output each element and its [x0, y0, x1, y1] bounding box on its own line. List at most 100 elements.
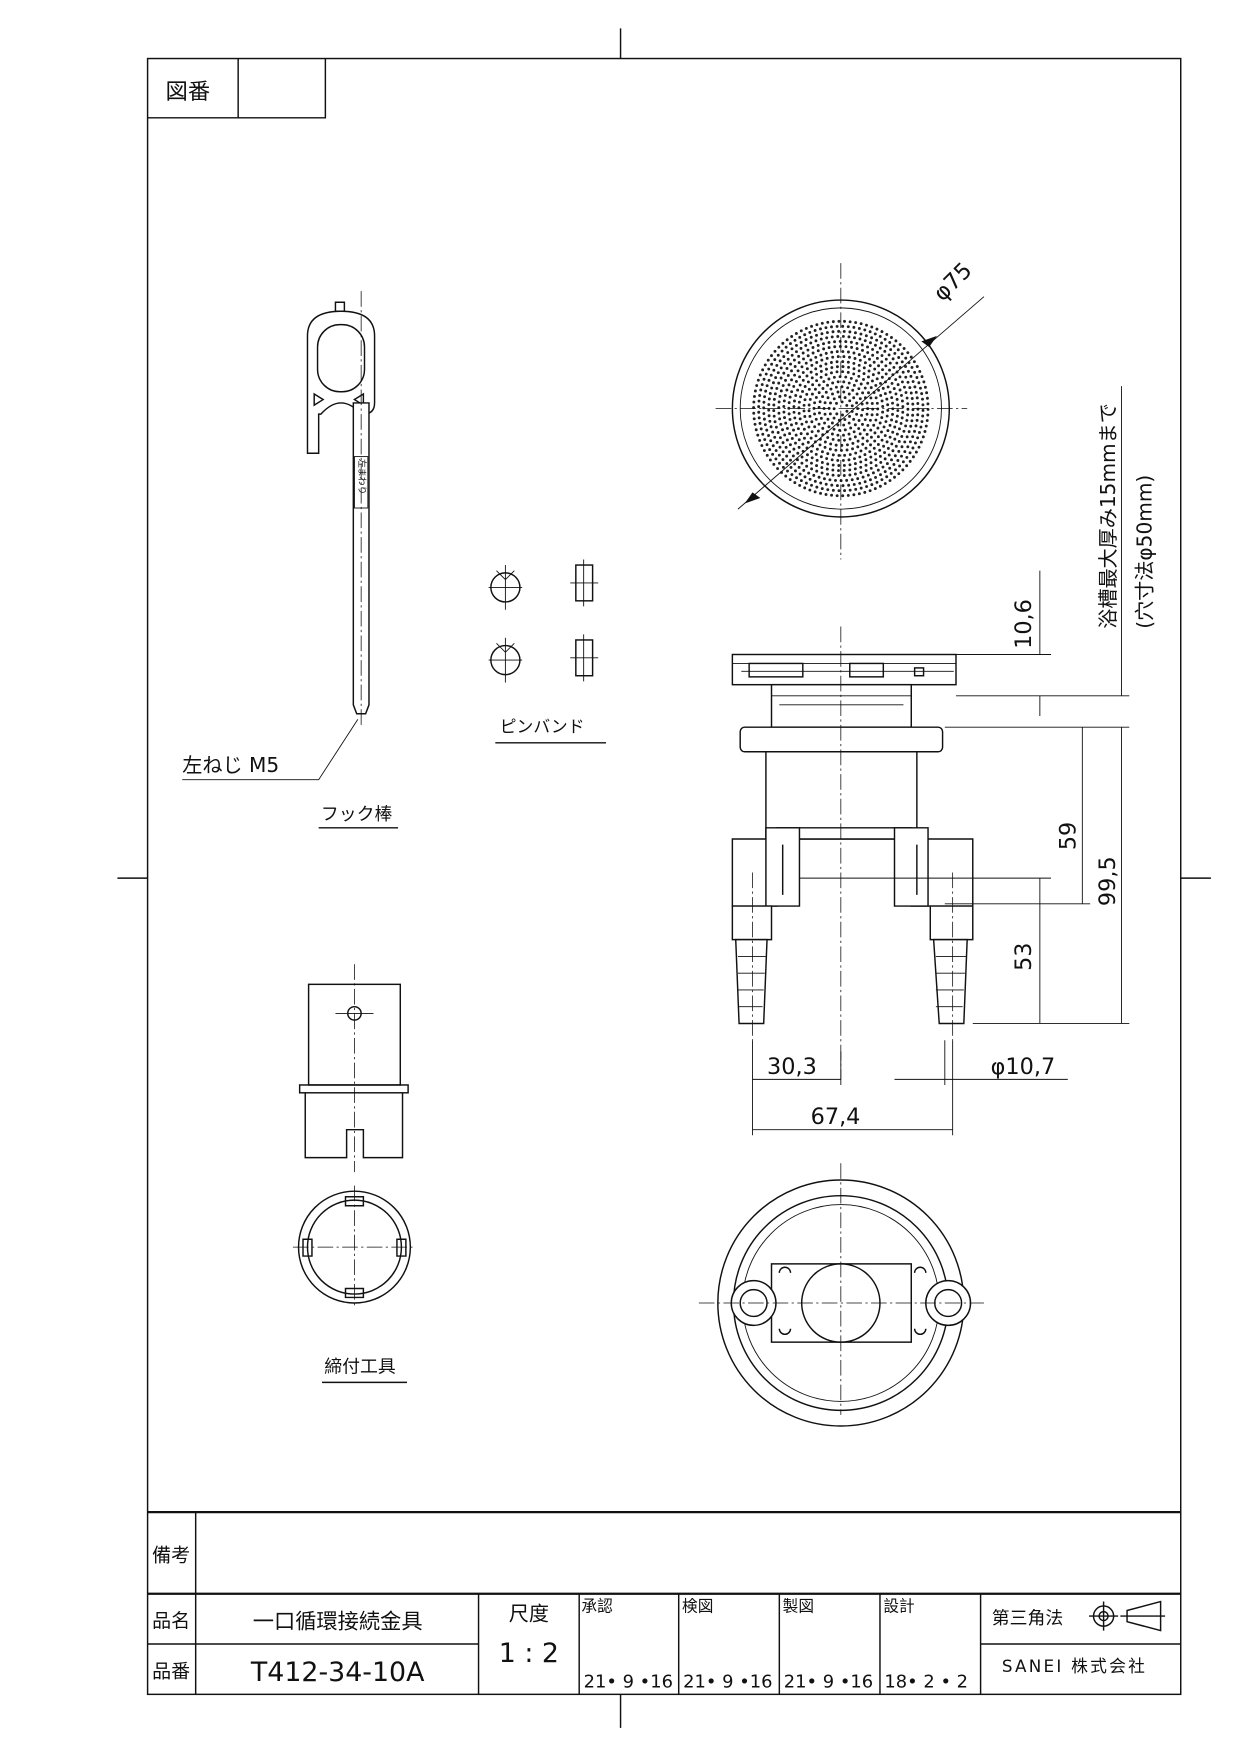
- strainer-hole: [904, 365, 907, 368]
- strainer-hole: [808, 414, 812, 418]
- strainer-hole: [834, 478, 837, 482]
- strainer-hole: [896, 403, 900, 407]
- strainer-hole: [811, 383, 815, 387]
- strainer-hole: [920, 375, 924, 379]
- strainer-hole: [916, 402, 920, 405]
- strainer-hole: [858, 337, 862, 341]
- strainer-hole: [884, 344, 888, 348]
- strainer-hole: [917, 431, 921, 434]
- strainer-hole: [811, 351, 815, 355]
- strainer-hole: [881, 368, 885, 372]
- strainer-hole: [835, 324, 839, 328]
- strainer-hole: [807, 471, 811, 475]
- strainer-hole: [921, 408, 925, 412]
- strainer-hole: [870, 413, 874, 417]
- strainer-hole: [783, 361, 786, 365]
- strainer-hole: [847, 392, 851, 396]
- strainer-hole: [842, 380, 846, 384]
- strainer-hole: [787, 406, 791, 410]
- strainer-hole: [888, 423, 892, 427]
- check-date: 21• 9 •16: [683, 1672, 772, 1693]
- strainer-hole: [883, 434, 887, 437]
- strainer-hole: [866, 473, 870, 477]
- strainer-hole: [913, 385, 917, 389]
- strainer-hole: [884, 372, 888, 376]
- strainer-hole: [884, 364, 888, 368]
- strainer-hole: [893, 437, 897, 441]
- strainer-hole: [815, 323, 819, 327]
- strainer-hole: [790, 369, 793, 373]
- strainer-hole: [769, 439, 773, 443]
- strainer-hole: [807, 387, 811, 391]
- strainer-hole: [848, 414, 851, 418]
- strainer-hole: [897, 472, 901, 476]
- strainer-hole: [904, 375, 908, 379]
- strainer-hole: [794, 433, 798, 437]
- strainer-hole: [888, 479, 892, 482]
- strainer-hole: [894, 420, 898, 424]
- strainer-hole: [885, 332, 889, 336]
- strainer-hole: [771, 444, 775, 448]
- strainer-hole: [786, 351, 790, 354]
- strainer-hole: [837, 329, 841, 333]
- strainer-hole: [841, 494, 845, 498]
- strainer-hole: [836, 423, 840, 427]
- strainer-hole: [895, 414, 899, 418]
- strainer-hole: [857, 363, 861, 367]
- strainer-hole: [816, 429, 820, 433]
- strainer-hole: [859, 382, 863, 386]
- strainer-hole: [845, 403, 849, 407]
- hook-rod-label: フック棒: [321, 804, 393, 825]
- strainer-hole: [773, 349, 777, 353]
- strainer-hole: [820, 321, 824, 325]
- strainer-hole: [895, 397, 899, 401]
- strainer-hole: [859, 332, 863, 336]
- strainer-hole: [803, 385, 807, 388]
- strainer-hole: [880, 330, 884, 334]
- strainer-hole: [845, 443, 849, 447]
- drawing-number-label: 図番: [165, 79, 210, 105]
- strainer-hole: [814, 434, 818, 438]
- strainer-hole: [820, 358, 824, 362]
- strainer-hole: [901, 370, 905, 374]
- strainer-hole: [842, 329, 846, 333]
- strainer-hole: [774, 449, 778, 453]
- strainer-hole: [879, 460, 883, 464]
- strainer-hole: [757, 416, 761, 420]
- strainer-hole: [752, 417, 756, 421]
- strainer-hole: [820, 332, 824, 336]
- strainer-hole: [799, 479, 803, 483]
- strainer-hole: [905, 435, 909, 439]
- strainer-hole: [858, 432, 862, 436]
- strainer-hole: [794, 343, 798, 347]
- strainer-hole: [777, 381, 781, 385]
- strainer-hole: [781, 450, 785, 454]
- strainer-hole: [782, 355, 786, 359]
- strainer-hole: [836, 458, 840, 462]
- strainer-hole: [809, 341, 813, 345]
- strainer-hole: [826, 488, 830, 492]
- strainer-hole: [876, 426, 880, 430]
- strainer-hole: [874, 396, 878, 400]
- strainer-hole: [852, 367, 856, 371]
- strainer-hole: [819, 375, 823, 379]
- strainer-hole: [903, 450, 907, 454]
- strainer-hole: [848, 437, 852, 441]
- strainer-hole: [876, 468, 880, 472]
- strainer-hole: [778, 445, 782, 449]
- strainer-hole: [832, 397, 836, 401]
- strainer-hole: [865, 485, 869, 489]
- strainer-hole: [801, 442, 805, 446]
- strainer-hole: [798, 483, 802, 487]
- strainer-hole: [794, 421, 798, 425]
- strainer-hole: [801, 371, 805, 375]
- strainer-hole: [877, 388, 881, 392]
- strainer-hole: [890, 418, 894, 422]
- strainer-hole: [804, 420, 808, 424]
- strainer-hole: [875, 480, 879, 484]
- strainer-hole: [786, 374, 790, 377]
- strainer-hole: [819, 491, 823, 495]
- strainer-hole: [859, 486, 863, 490]
- scale-label: 尺度: [509, 1602, 549, 1626]
- strainer-hole: [790, 473, 794, 476]
